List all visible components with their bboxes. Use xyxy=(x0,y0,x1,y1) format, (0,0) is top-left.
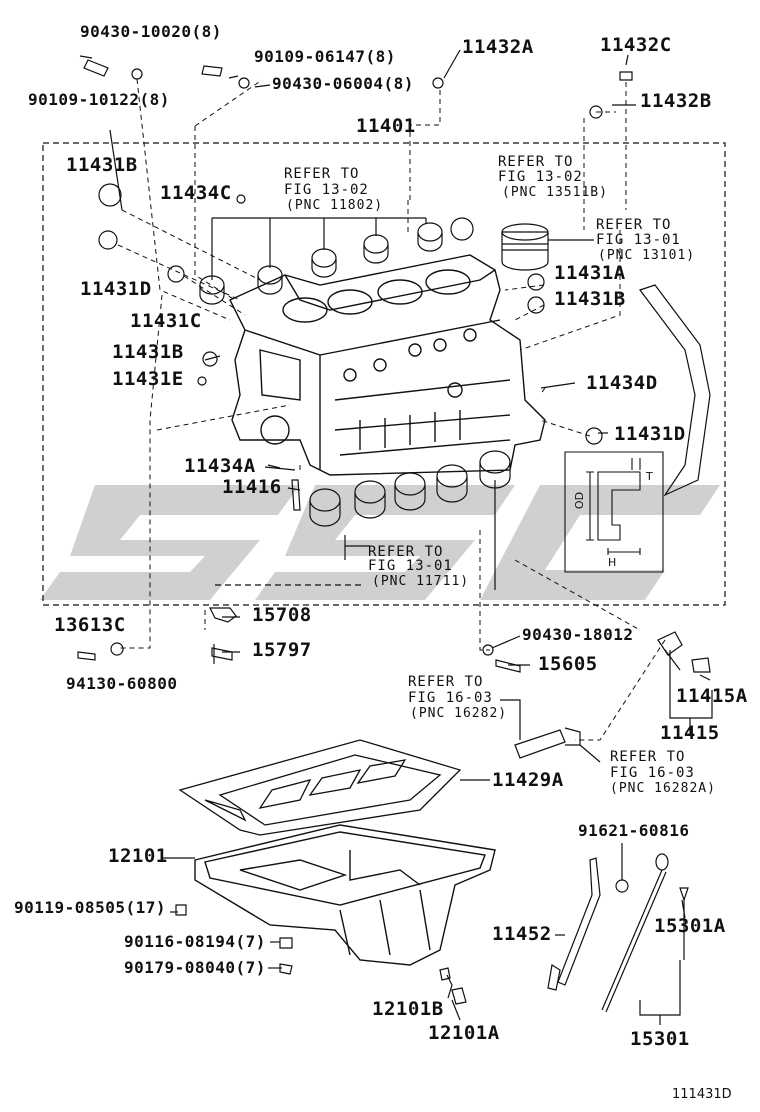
label-11431b-right: 11431B xyxy=(554,288,626,310)
label-94130-60800: 94130-60800 xyxy=(66,674,178,693)
drain-plug xyxy=(482,644,521,673)
upper-bearings xyxy=(199,217,443,305)
small-fittings xyxy=(77,607,237,664)
line-art xyxy=(42,49,726,1025)
oil-level-gauge-guide xyxy=(639,284,711,497)
label-11431d-right: 11431D xyxy=(614,423,686,445)
cylinder-block xyxy=(229,254,546,476)
ref1-line1: REFER TO xyxy=(284,166,360,182)
label-15797: 15797 xyxy=(252,639,312,661)
ref1-line2: FIG 13-02 xyxy=(284,182,369,198)
label-91621-60816: 91621-60816 xyxy=(578,821,690,840)
label-11431c: 11431C xyxy=(130,310,202,332)
label-11452: 11452 xyxy=(492,923,552,945)
ref3-line1: REFER TO xyxy=(596,217,672,233)
label-11434a: 11434A xyxy=(184,455,256,477)
label-11401: 11401 xyxy=(356,115,416,137)
label-11431b-left: 11431B xyxy=(112,341,184,363)
oil-pan-gasket xyxy=(178,739,462,836)
label-90116-08194: 90116-08194(7) xyxy=(124,932,266,951)
inset-od-label: OD xyxy=(573,491,587,510)
label-15605: 15605 xyxy=(538,653,598,675)
stud-90116 xyxy=(279,937,293,949)
label-12101b: 12101B xyxy=(372,998,444,1020)
label-90109-10122: 90109-10122(8) xyxy=(28,90,170,109)
pipe-16282 xyxy=(514,729,566,759)
plug-12101a xyxy=(451,987,467,1005)
ref5-line1: REFER TO xyxy=(408,674,484,690)
label-11432b: 11432B xyxy=(640,90,712,112)
gasket-12101b xyxy=(439,967,451,981)
lower-bearings xyxy=(215,450,511,590)
ref2-line3: (PNC 13511B) xyxy=(502,185,608,200)
inset-h-label: H xyxy=(608,556,617,569)
ref5-line3: (PNC 16282) xyxy=(410,706,508,721)
expansion-plugs xyxy=(98,68,633,445)
label-11431e: 11431E xyxy=(112,368,184,390)
label-11432c: 11432C xyxy=(600,34,672,56)
label-15301: 15301 xyxy=(630,1028,690,1050)
stud-11416 xyxy=(291,479,301,511)
assembly-boundary xyxy=(42,142,726,606)
ref6-line2: FIG 16-03 xyxy=(610,765,695,781)
label-11415: 11415 xyxy=(660,722,720,744)
label-15708: 15708 xyxy=(252,604,312,626)
dipstick-guide xyxy=(547,857,601,991)
label-90430-18012: 90430-18012 xyxy=(522,625,634,644)
label-11416: 11416 xyxy=(222,476,282,498)
label-12101a: 12101A xyxy=(428,1022,500,1044)
diagram-id: 111431D xyxy=(672,1087,732,1102)
label-11431b-top: 11431B xyxy=(66,154,138,176)
label-90430-06004: 90430-06004(8) xyxy=(272,74,414,93)
dipstick xyxy=(601,853,689,1013)
label-11434d: 11434D xyxy=(586,372,658,394)
ref6-line3: (PNC 16282A) xyxy=(610,781,716,796)
label-11432a: 11432A xyxy=(462,36,534,58)
ref3-line2: FIG 13-01 xyxy=(596,232,681,248)
inset-t-label: T xyxy=(646,470,653,483)
nut-90179 xyxy=(279,963,293,975)
label-11415a: 11415A xyxy=(676,685,748,707)
ref2-line2: FIG 13-02 xyxy=(498,169,583,185)
label-12101: 12101 xyxy=(108,845,168,867)
ref2-line1: REFER TO xyxy=(498,154,574,170)
leader-lines xyxy=(117,78,666,741)
top-bolts xyxy=(79,55,223,77)
ref3-line3: (PNC 13101) xyxy=(598,248,696,263)
label-90179-08040: 90179-08040(7) xyxy=(124,958,266,977)
clamp-16282a xyxy=(564,727,581,746)
ref5-line2: FIG 16-03 xyxy=(408,690,493,706)
oil-pan xyxy=(194,824,496,966)
ref4-line2: FIG 13-01 xyxy=(368,558,453,574)
label-90119-08505: 90119-08505(17) xyxy=(14,898,166,917)
label-90430-10020: 90430-10020(8) xyxy=(80,22,222,41)
label-15301a: 15301A xyxy=(654,915,726,937)
label-13613c: 13613C xyxy=(54,614,126,636)
label-11431d-left: 11431D xyxy=(80,278,152,300)
label-11429a: 11429A xyxy=(492,769,564,791)
label-11434c: 11434C xyxy=(160,182,232,204)
ref4-line3: (PNC 11711) xyxy=(372,574,470,589)
oil-cooler-union xyxy=(657,631,711,673)
ref4-line1: REFER TO xyxy=(368,544,444,560)
watermark-logo xyxy=(40,485,720,600)
label-11431a: 11431A xyxy=(554,262,626,284)
ref1-line3: (PNC 11802) xyxy=(286,198,384,213)
pin-11434a xyxy=(267,464,281,469)
label-90109-06147: 90109-06147(8) xyxy=(254,47,396,66)
bolt-90119 xyxy=(175,904,187,916)
bearing-inset xyxy=(564,451,664,573)
piston xyxy=(501,223,594,271)
ref6-line1: REFER TO xyxy=(610,749,686,765)
